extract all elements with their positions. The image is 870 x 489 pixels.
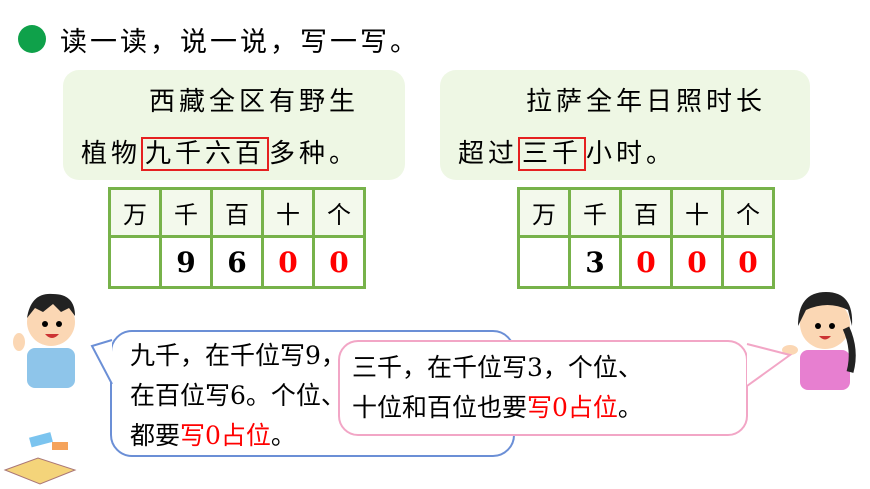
boy-bubble-tail bbox=[90, 339, 113, 385]
header-bai: 百 bbox=[210, 187, 264, 238]
books-illustration bbox=[3, 432, 77, 485]
bubble-text: 十位和百位也要 bbox=[352, 393, 528, 422]
digit-ge: 0 bbox=[312, 235, 366, 289]
bubble-text: 。 bbox=[617, 393, 643, 422]
header-ge: 个 bbox=[312, 187, 366, 238]
header-wan: 万 bbox=[108, 187, 162, 238]
card-text: 多种。 bbox=[269, 139, 360, 169]
header-bai: 百 bbox=[619, 187, 673, 238]
card-text: 小时。 bbox=[586, 139, 677, 169]
header-shi: 十 bbox=[670, 187, 724, 238]
card-line2: 超过三千小时。 bbox=[458, 128, 810, 180]
page-title: 读一读，说一说，写一写。 bbox=[60, 27, 420, 58]
fact-card-tibet: 西藏全区有野生 植物九千六百多种。 bbox=[63, 70, 405, 180]
bubble-line: 都要写0占位。 bbox=[130, 416, 513, 456]
bubble-line: 三千，在千位写3，个位、 bbox=[352, 353, 643, 382]
digit-shi: 0 bbox=[261, 235, 315, 289]
boy-illustration bbox=[13, 293, 75, 388]
girl-bubble-tail bbox=[746, 343, 793, 387]
digit-qian: 9 bbox=[159, 235, 213, 289]
digit-shi: 0 bbox=[670, 235, 724, 289]
highlighted-number: 九千六百 bbox=[141, 137, 270, 171]
bubble-text: 都要 bbox=[130, 421, 181, 450]
card-line1: 西藏全区有野生 bbox=[149, 87, 360, 117]
bubble-text: 。 bbox=[270, 421, 296, 450]
bubble-highlight: 写0占位 bbox=[180, 421, 271, 450]
header-ge: 个 bbox=[721, 187, 775, 238]
header-shi: 十 bbox=[261, 187, 315, 238]
card-line2: 植物九千六百多种。 bbox=[81, 128, 405, 180]
bullet-dot-icon bbox=[18, 25, 46, 53]
girl-speech-bubble: 三千，在千位写3，个位、 十位和百位也要写0占位。 bbox=[338, 340, 748, 436]
header-qian: 千 bbox=[159, 187, 213, 238]
card-text: 植物 bbox=[81, 139, 142, 169]
girl-illustration bbox=[782, 292, 856, 390]
card-text: 超过 bbox=[458, 139, 519, 169]
digit-bai: 6 bbox=[210, 235, 264, 289]
digit-wan bbox=[108, 235, 162, 289]
digit-ge: 0 bbox=[721, 235, 775, 289]
header-wan: 万 bbox=[517, 187, 571, 238]
header-qian: 千 bbox=[568, 187, 622, 238]
digit-wan bbox=[517, 235, 571, 289]
digit-qian: 3 bbox=[568, 235, 622, 289]
highlighted-number: 三千 bbox=[518, 137, 587, 171]
bubble-line: 十位和百位也要写0占位。 bbox=[352, 388, 746, 428]
digit-bai: 0 bbox=[619, 235, 673, 289]
bubble-highlight: 写0占位 bbox=[527, 393, 618, 422]
card-line1: 拉萨全年日照时长 bbox=[526, 87, 767, 117]
fact-card-lhasa: 拉萨全年日照时长 超过三千小时。 bbox=[440, 70, 810, 180]
